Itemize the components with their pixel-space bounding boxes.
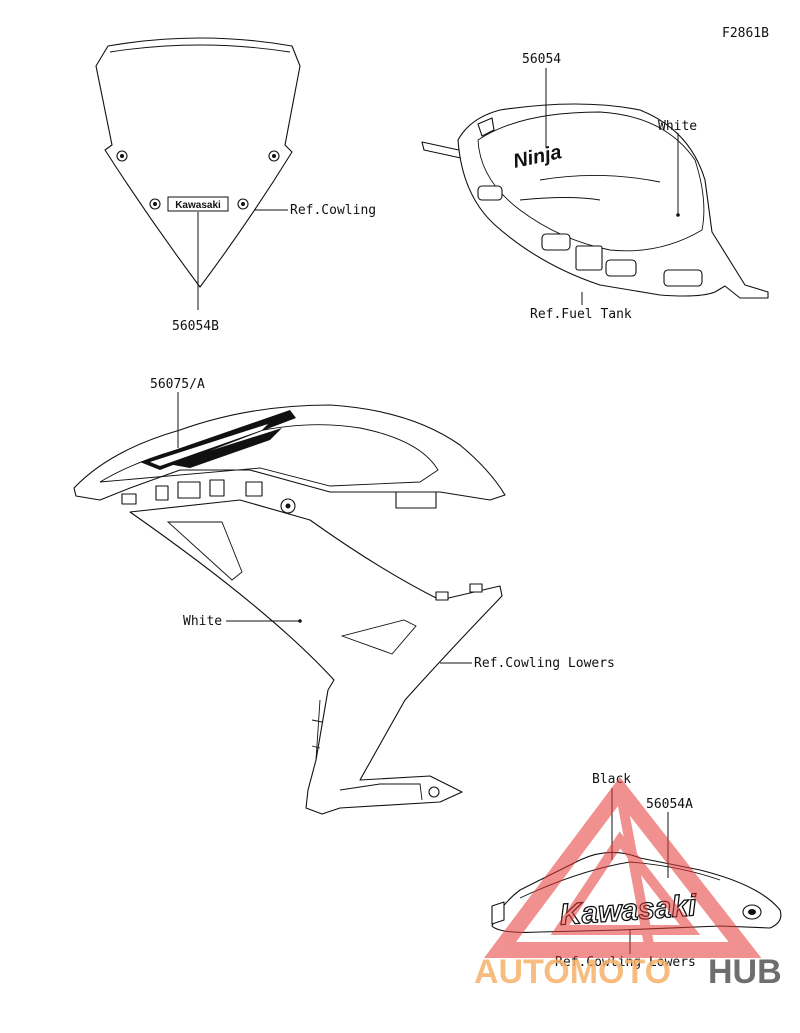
side-cowl-foot-detail (339, 783, 423, 801)
watermark-triangle-mid (615, 789, 655, 951)
windshield-outline (95, 37, 301, 288)
side-cowl-color-label: White (183, 614, 222, 629)
side-cowl-vent-lower (340, 619, 417, 655)
side-cowl-part-number: 56075/A (150, 377, 205, 392)
side-cowl-tab-1 (435, 591, 449, 601)
upper-cowl-slot-3 (177, 481, 201, 499)
side-cowling-group: 56075/A White Ref.Cowling Lowers (73, 377, 615, 815)
watermark-triangle-inner (550, 831, 701, 935)
fuel-tank-crease (519, 197, 601, 201)
fuel-tank-mount-3 (575, 245, 603, 271)
lower-cowl-end-cap (491, 901, 505, 925)
windshield-group: Kawasaki 56054B Ref.Cowling (95, 37, 376, 334)
fuel-tank-mount-2 (541, 233, 571, 251)
watermark-text-hub: HUB (708, 953, 782, 991)
windshield-inner-edge (109, 44, 291, 53)
windshield-ref-label: Ref.Cowling (290, 203, 376, 218)
fuel-tank-cap-area (477, 117, 495, 137)
watermark-text-auto: AUTOMOTO (474, 953, 671, 991)
decal-56075-stripe-2 (168, 428, 282, 468)
fuel-tank-group: Ninja 56054 White Ref.Fuel Tank (421, 52, 769, 322)
upper-cowl-outline (73, 404, 506, 501)
lower-cowl-part-number: 56054A (646, 797, 693, 812)
upper-cowl-slot-4 (209, 479, 225, 497)
side-cowl-tab-2 (469, 583, 483, 593)
upper-cowl-slot-5 (245, 481, 263, 497)
side-cowl-ref-label: Ref.Cowling Lowers (474, 656, 615, 671)
side-cowl-foot-bolt (428, 786, 440, 798)
fuel-tank-mount-1 (477, 185, 503, 201)
fuel-tank-crease-2 (539, 175, 661, 183)
watermark-logo (484, 776, 762, 958)
fuel-tank-outline (457, 103, 769, 299)
windshield-part-number: 56054B (172, 319, 219, 334)
fuel-tank-ref-label: Ref.Fuel Tank (530, 307, 632, 322)
lower-side-cowl-outline (129, 499, 503, 815)
fuel-tank-top-panel (477, 111, 705, 252)
fuel-tank-color-label: White (658, 119, 697, 134)
side-cowl-edge-clips (311, 699, 323, 761)
watermark-triangle-outer (484, 776, 762, 958)
upper-cowl-slot-2 (155, 485, 169, 501)
fuel-tank-mount-4 (605, 259, 637, 277)
decal-56075-white-inlay (150, 424, 268, 466)
fuel-tank-part-number: 56054 (522, 52, 561, 67)
windshield-decal (167, 196, 229, 212)
fuel-tank-mount-5 (663, 269, 703, 287)
upper-cowl-bracket (395, 491, 437, 509)
figure-id: F2861B (722, 26, 769, 41)
windshield-decal-logo: Kawasaki (175, 200, 221, 211)
upper-cowl-slot-1 (121, 493, 137, 505)
lower-cowl-ref-label: Ref.Cowling Lowers (555, 955, 696, 970)
side-cowl-vent-upper (166, 521, 243, 581)
